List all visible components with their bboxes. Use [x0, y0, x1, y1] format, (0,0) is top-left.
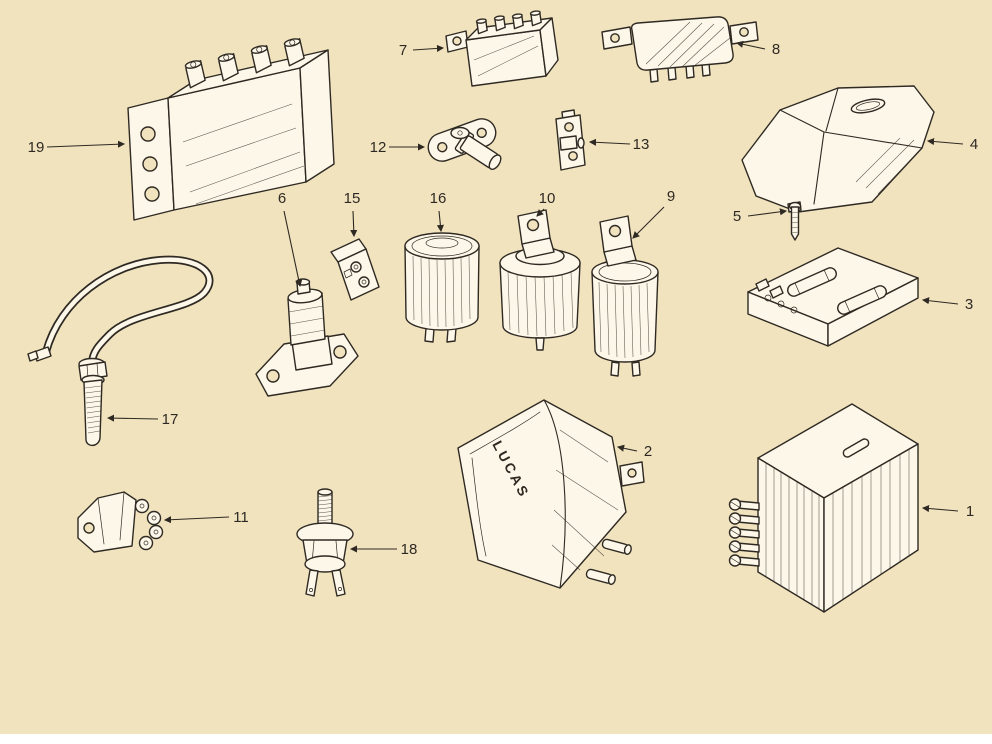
leader-line [536, 208, 545, 217]
callout-2: 2 [616, 443, 652, 460]
callout-label-7: 7 [399, 42, 407, 59]
part-9-flasher-unit [591, 215, 659, 377]
part-19-control-box [127, 38, 335, 221]
part-1-control-box [728, 403, 919, 613]
callout-label-16: 16 [430, 190, 447, 207]
callout-13: 13 [588, 136, 650, 153]
callout-9: 9 [632, 188, 675, 239]
callout-label-3: 3 [965, 296, 973, 313]
part-11-bracket [77, 491, 164, 553]
part-5-screw [788, 201, 802, 241]
callout-18: 18 [349, 541, 418, 558]
page-edge [0, 734, 992, 744]
leader-line [283, 210, 303, 288]
part-8-relay [601, 16, 759, 83]
callout-label-5: 5 [733, 208, 741, 225]
part-18-stoplight-switch [296, 488, 354, 597]
leader-line [735, 40, 766, 50]
callout-label-17: 17 [162, 411, 179, 428]
callout-label-15: 15 [344, 190, 361, 207]
callout-label-6: 6 [278, 190, 286, 207]
leader-line [921, 504, 959, 513]
leader-line [632, 206, 665, 239]
callout-8: 8 [735, 40, 780, 58]
part-3-fuse-box [747, 247, 919, 347]
leader-line [921, 297, 959, 305]
callout-label-12: 12 [370, 139, 387, 156]
callout-label-4: 4 [970, 136, 978, 153]
callout-label-13: 13 [633, 136, 650, 153]
part-2-horn: LUCAS [457, 399, 645, 589]
callout-label-9: 9 [667, 188, 675, 205]
callout-7: 7 [399, 42, 445, 59]
part-15-connector-block [330, 238, 380, 301]
callout-15: 15 [344, 190, 361, 238]
leader-line [926, 137, 964, 146]
callout-label-2: 2 [644, 443, 652, 460]
leader-line [412, 44, 445, 52]
part-7-relay [445, 10, 559, 87]
part-16-flasher-unit [404, 232, 480, 343]
callout-19: 19 [28, 139, 126, 156]
leader-line [747, 208, 788, 217]
callout-11: 11 [163, 509, 249, 526]
callout-12: 12 [370, 139, 426, 156]
part-13-switch [555, 109, 586, 171]
callout-5: 5 [733, 208, 788, 225]
callout-17: 17 [106, 411, 179, 428]
callout-10: 10 [536, 190, 556, 217]
leader-line [436, 210, 444, 233]
callout-1: 1 [921, 503, 974, 520]
leader-line [163, 516, 230, 524]
leader-line [106, 414, 159, 422]
callout-16: 16 [430, 190, 447, 233]
part-10-flasher-unit [499, 209, 581, 351]
callout-6: 6 [278, 190, 303, 288]
leader-line [46, 140, 126, 148]
part-12-switch [427, 118, 502, 170]
callout-3: 3 [921, 296, 973, 313]
callout-label-18: 18 [401, 541, 418, 558]
leader-line [350, 210, 358, 238]
leader-line [616, 444, 638, 452]
part-17-cable-switch [27, 255, 214, 447]
callout-4: 4 [926, 136, 978, 153]
part-6-solenoid-switch [255, 278, 359, 397]
terminal-cluster [728, 498, 760, 567]
callout-label-11: 11 [233, 509, 249, 526]
leader-line [588, 138, 631, 146]
part-4-cover [741, 85, 935, 213]
callout-label-10: 10 [539, 190, 556, 207]
callout-label-19: 19 [28, 139, 45, 156]
callout-label-8: 8 [772, 41, 780, 58]
callout-label-1: 1 [966, 503, 974, 520]
